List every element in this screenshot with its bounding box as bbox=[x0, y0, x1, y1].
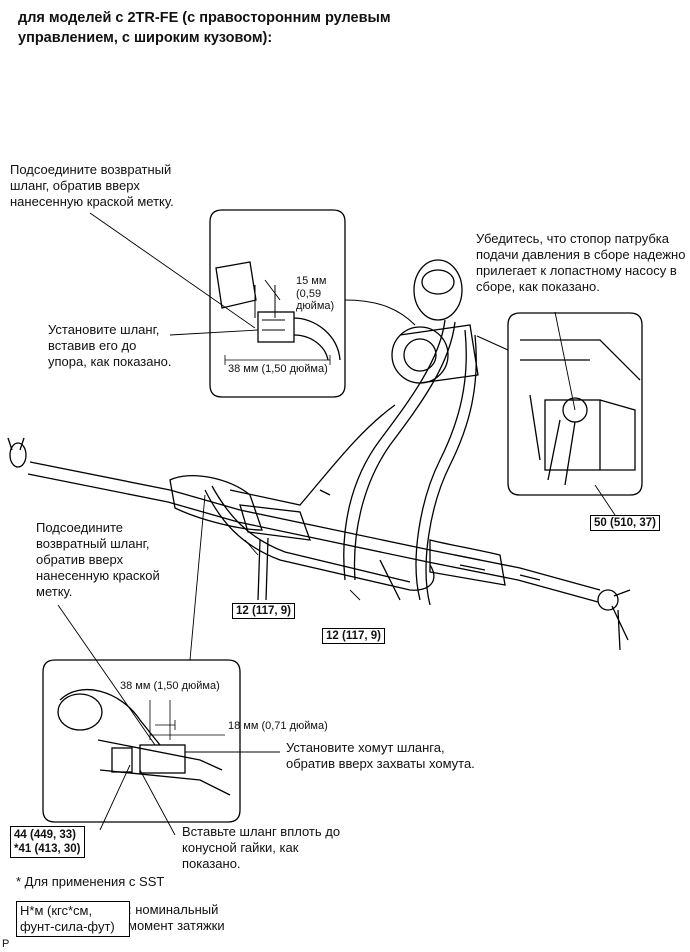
inset-bottom-detail bbox=[42, 659, 241, 823]
torque-44: 44 (449, 33) bbox=[14, 829, 77, 841]
vane-pump bbox=[391, 259, 479, 384]
torque-12-right: 12 (117, 9) bbox=[322, 628, 385, 644]
legend-meaning: : номинальный момент затяжки bbox=[128, 902, 225, 933]
torque-12-left: 12 (117, 9) bbox=[232, 603, 295, 619]
dim-38mm-top: 38 мм (1,50 дюйма) bbox=[228, 363, 328, 376]
leader-lines bbox=[57, 212, 616, 836]
footnote-sst: * Для применения с SST bbox=[16, 874, 165, 889]
dim-15mm-inch-unit: дюйма) bbox=[296, 300, 335, 312]
note-return-hose-lower: Подсоедините возвратный шланг, обратив в… bbox=[36, 520, 160, 599]
note-clamp-install: Установите хомут шланга, обратив вверх з… bbox=[286, 740, 475, 771]
pressure-hoses bbox=[204, 319, 477, 606]
inset-top-detail bbox=[209, 209, 416, 398]
dim-15mm: 15 мм bbox=[296, 275, 327, 287]
note-stopper-check: Убедитесь, что стопор патрубка подачи да… bbox=[476, 231, 686, 294]
inset-right-detail bbox=[476, 312, 643, 496]
dim-38mm-bottom: 38 мм (1,50 дюйма) bbox=[120, 680, 220, 692]
note-hose-to-nut: Вставьте шланг вплоть до конусной гайки,… bbox=[182, 824, 341, 871]
note-install-hose: Установите шланг, вставив его до упора, … bbox=[48, 322, 172, 369]
note-return-hose-top: Подсоедините возвратный шланг, обратив в… bbox=[10, 162, 174, 209]
dim-18mm: 18 мм (0,71 дюйма) bbox=[228, 720, 328, 732]
torque-50: 50 (510, 37) bbox=[590, 515, 661, 531]
dim-15mm-inch: (0,59 bbox=[296, 288, 322, 300]
page-title: для моделей с 2TR-FE (с правосторонним р… bbox=[18, 10, 391, 46]
corner-mark: P bbox=[2, 938, 10, 950]
steering-rack-assembly bbox=[7, 437, 631, 651]
legend-unit-box: Н*м (кгс*см, фунт-сила-фут) bbox=[16, 901, 130, 937]
torque-44-41: 44 (449, 33) *41 (413, 30) bbox=[10, 826, 85, 858]
torque-41: *41 (413, 30) bbox=[14, 843, 81, 855]
